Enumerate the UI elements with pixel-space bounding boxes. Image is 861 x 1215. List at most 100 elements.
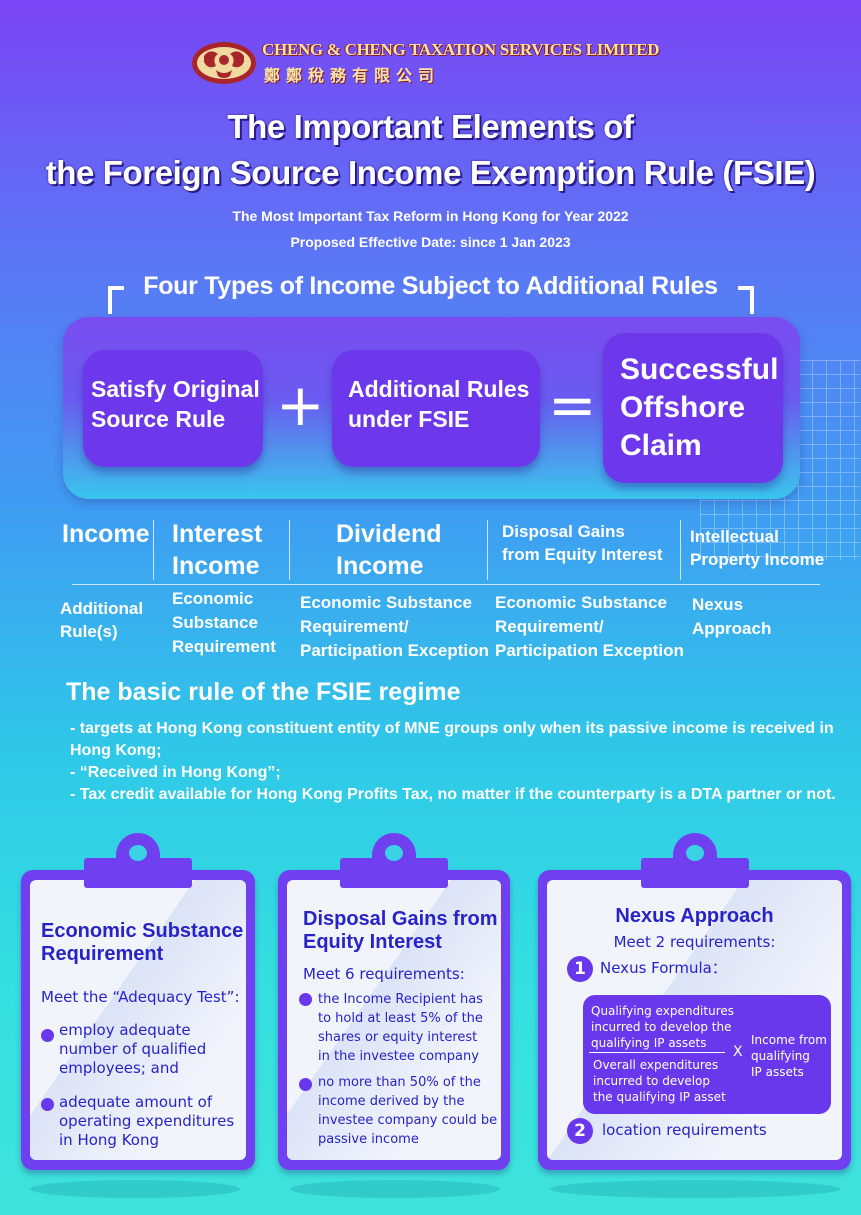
- clipboard-disposal: Disposal Gains from Equity Interest Meet…: [278, 870, 510, 1170]
- card-line: Successful: [620, 353, 779, 386]
- title-line: Economic Substance: [41, 920, 244, 942]
- bullet-line: to hold at least 5% of the: [318, 1011, 483, 1026]
- bullet-line: number of qualified: [59, 1040, 207, 1058]
- disposal-bullet-1: the Income Recipient has to hold at leas…: [318, 990, 483, 1066]
- list-item: - “Received in Hong Kong”;: [70, 764, 281, 781]
- cell-line: Income: [172, 552, 260, 580]
- bullet-line: shares or equity interest: [318, 1030, 478, 1045]
- nexus-req1: Nexus Formula：: [600, 959, 727, 977]
- formula-numerator: Qualifying expenditures incurred to deve…: [591, 1003, 734, 1051]
- formula-multiplier: Income from qualifying IP assets: [751, 1032, 827, 1080]
- label-line: Additional: [60, 599, 144, 618]
- table-divider: [153, 520, 154, 580]
- subtitle-reform: The Most Important Tax Reform in Hong Ko…: [232, 208, 629, 224]
- table-divider: [487, 520, 488, 580]
- page-title-line1: The Important Elements of: [227, 108, 634, 145]
- income-interest: Interest Income: [172, 518, 262, 582]
- table-divider-horizontal: [72, 584, 820, 585]
- esr-intro: Meet the “Adequacy Test”:: [41, 988, 240, 1006]
- bullet-line: in Hong Kong: [59, 1131, 159, 1149]
- bracket-right-decoration: [738, 286, 754, 314]
- basic-rule-list: - targets at Hong Kong constituent entit…: [70, 718, 840, 806]
- bullet-line: adequate amount of: [59, 1093, 213, 1111]
- card-line: Satisfy Original: [91, 376, 260, 402]
- board-shadow: [30, 1180, 240, 1198]
- esr-title: Economic Substance Requirement: [41, 920, 243, 966]
- card-successful-claim: Successful Offshore Claim: [603, 333, 783, 483]
- nexus-title: Nexus Approach: [615, 905, 774, 927]
- cell-line: Economic Substance: [495, 593, 667, 612]
- bracket-left-decoration: [108, 286, 124, 314]
- bullet-icon: [299, 993, 312, 1006]
- cell-line: Property Income: [690, 550, 825, 569]
- formula-line: IP assets: [751, 1065, 804, 1079]
- card-line: Claim: [620, 429, 702, 462]
- fraction-bar: [589, 1052, 725, 1053]
- company-logo: [192, 42, 256, 84]
- clipboard-paper: Disposal Gains from Equity Interest Meet…: [287, 880, 501, 1160]
- disposal-title: Disposal Gains from Equity Interest: [303, 908, 498, 954]
- row-label-income: Income: [62, 520, 150, 548]
- income-disposal-gains: Disposal Gains from Equity Interest: [502, 520, 663, 566]
- table-divider: [289, 520, 290, 580]
- formula-line: Income from: [751, 1033, 827, 1047]
- bullet-icon: [41, 1098, 54, 1111]
- cell-line: Participation Exception: [300, 641, 489, 660]
- bullet-line: the Income Recipient has: [318, 992, 483, 1007]
- formula-times: X: [733, 1044, 743, 1060]
- company-name-zh: 鄭鄭稅務有限公司: [264, 66, 441, 85]
- income-ip: Intellectual Property Income: [690, 525, 824, 571]
- title-line: Requirement: [41, 943, 164, 965]
- bullet-icon: [41, 1029, 54, 1042]
- clip-icon: [116, 833, 160, 877]
- nexus-formula-box: Qualifying expenditures incurred to deve…: [583, 995, 831, 1114]
- bullet-line: income derived by the: [318, 1094, 465, 1109]
- equals-operator: =: [548, 371, 597, 439]
- card-original-source-rule: Satisfy Original Source Rule: [83, 350, 263, 467]
- board-shadow: [290, 1180, 500, 1198]
- card-line: Offshore: [620, 391, 746, 424]
- rule-ip: Nexus Approach: [692, 593, 771, 641]
- cell-line: Nexus: [692, 595, 744, 614]
- esr-bullet-2: adequate amount of operating expenditure…: [59, 1093, 234, 1150]
- cell-line: Interest: [172, 520, 263, 548]
- clip-icon: [673, 833, 717, 877]
- table-divider: [680, 520, 681, 580]
- basic-rule-title: The basic rule of the FSIE regime: [66, 678, 461, 706]
- title-line: Disposal Gains from: [303, 908, 498, 930]
- cell-line: Economic: [172, 589, 254, 608]
- rule-disposal-gains: Economic Substance Requirement/ Particip…: [495, 591, 684, 663]
- cell-line: Dividend: [336, 520, 442, 548]
- number-2-icon: 2: [567, 1118, 593, 1144]
- disposal-intro: Meet 6 requirements:: [303, 965, 465, 983]
- formula-line: Overall expenditures: [593, 1058, 719, 1072]
- bullet-line: operating expenditures: [59, 1112, 235, 1130]
- clipboard-paper: Nexus Approach Meet 2 requirements: 1 Ne…: [547, 880, 842, 1160]
- card-line: under FSIE: [348, 406, 470, 432]
- rule-dividend: Economic Substance Requirement/ Particip…: [300, 591, 489, 663]
- income-dividend: Dividend Income: [336, 518, 442, 582]
- disposal-bullet-2: no more than 50% of the income derived b…: [318, 1073, 497, 1149]
- cell-line: Income: [336, 552, 424, 580]
- esr-bullet-1: employ adequate number of qualified empl…: [59, 1021, 206, 1078]
- bullet-line: in the investee company: [318, 1049, 479, 1064]
- cell-line: Disposal Gains: [502, 522, 625, 541]
- nexus-req2: location requirements: [602, 1121, 767, 1139]
- cell-line: Intellectual: [690, 527, 779, 546]
- cell-line: Requirement/: [495, 617, 604, 636]
- clipboard-nexus: Nexus Approach Meet 2 requirements: 1 Ne…: [538, 870, 851, 1170]
- bullet-line: passive income: [318, 1132, 419, 1147]
- number-1-icon: 1: [567, 956, 593, 982]
- formula-line: Qualifying expenditures: [591, 1004, 735, 1018]
- cell-line: Substance: [172, 613, 258, 632]
- label-line: Rule(s): [60, 622, 118, 641]
- bullet-line: no more than 50% of the: [318, 1075, 481, 1090]
- formula-line: incurred to develop the: [591, 1020, 732, 1034]
- title-line: Equity Interest: [303, 931, 442, 953]
- cell-line: Economic Substance: [300, 593, 472, 612]
- clipboard-paper: Economic Substance Requirement Meet the …: [30, 880, 246, 1160]
- bullet-line: employ adequate: [59, 1021, 191, 1039]
- list-item: - targets at Hong Kong constituent entit…: [70, 720, 834, 759]
- cell-line: Requirement/: [300, 617, 409, 636]
- clip-icon: [372, 833, 416, 877]
